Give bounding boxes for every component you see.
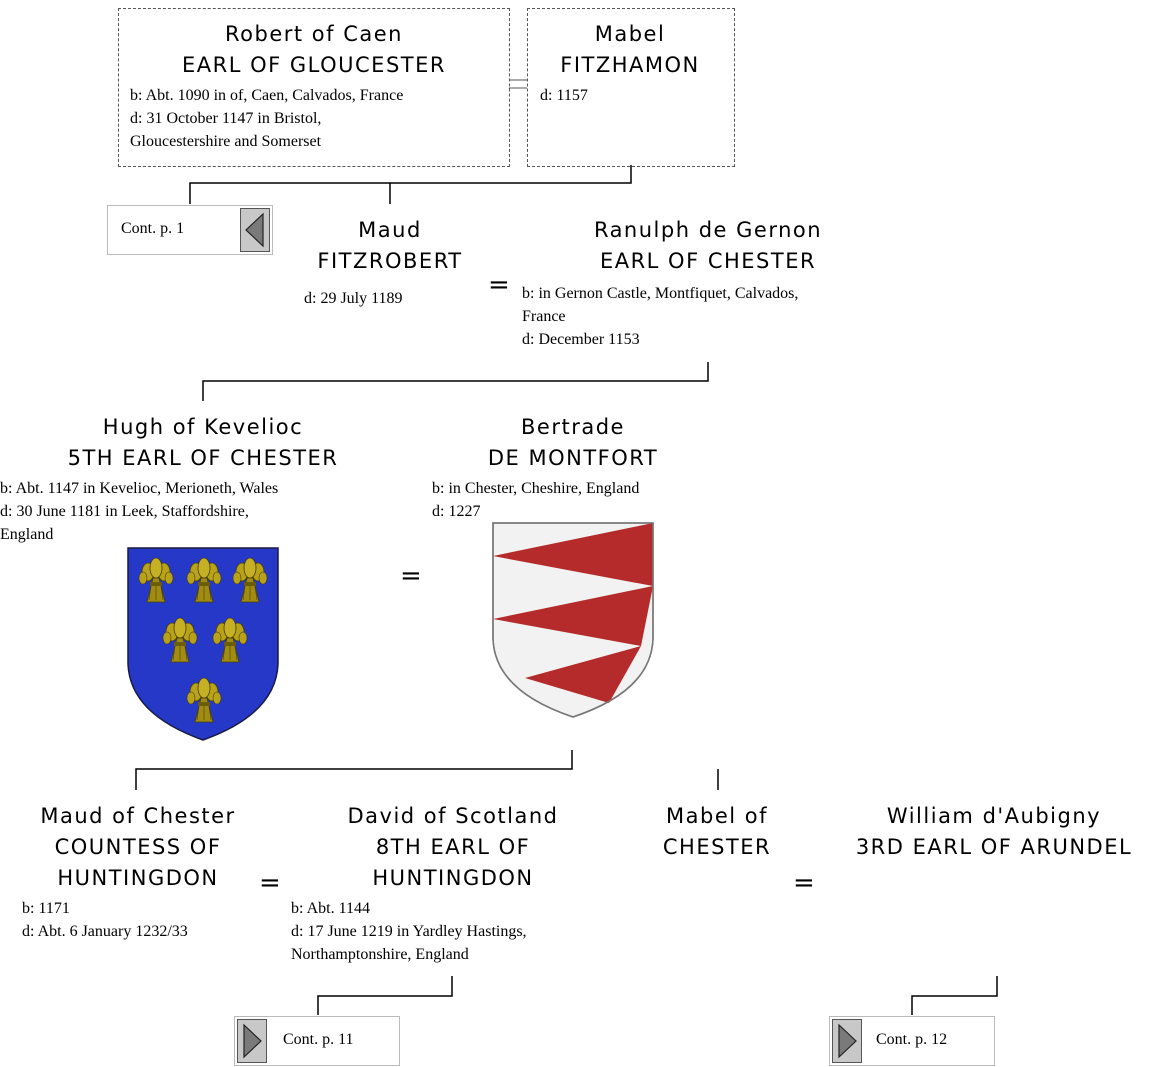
ranulph-title: EARL OF CHESTER	[599, 249, 817, 273]
david-born: b: Abt. 1144	[291, 900, 370, 917]
ranulph-born: b: in Gernon Castle, Montfiquet, Calvado…	[522, 285, 799, 302]
robert-box[interactable]	[118, 8, 510, 167]
mabel-fitzhamon-name: Mabel	[594, 22, 666, 46]
continuation-p12-button[interactable]: Cont. p. 12	[829, 1016, 995, 1066]
mabel-fitzhamon-box[interactable]	[527, 8, 735, 167]
maud-chester-born: b: 1171	[22, 900, 70, 917]
robert-born: b: Abt. 1090 in of, Caen, Calvados, Fran…	[130, 87, 404, 104]
continuation-p11-label: Cont. p. 11	[283, 1031, 354, 1048]
maud-chester-title-2: HUNTINGDON	[57, 866, 219, 890]
marriage-symbol: =	[488, 270, 510, 300]
mabel-chester-surname: CHESTER	[662, 835, 772, 859]
robert-title: EARL OF GLOUCESTER	[182, 53, 446, 77]
david-name: David of Scotland	[347, 804, 559, 828]
robert-name: Robert of Caen	[225, 22, 403, 46]
robert-died-place: Gloucestershire and Somerset	[130, 133, 322, 150]
hugh-born: b: Abt. 1147 in Kevelioc, Merioneth, Wal…	[0, 480, 279, 497]
bertrade-died: d: 1227	[432, 503, 481, 520]
hugh-died-country: England	[0, 526, 54, 543]
david-died: d: 17 June 1219 in Yardley Hastings,	[291, 923, 527, 940]
hugh-name: Hugh of Kevelioc	[102, 415, 304, 439]
hugh-died: d: 30 June 1181 in Leek, Staffordshire,	[0, 503, 249, 520]
triangle-left-icon[interactable]	[240, 208, 270, 252]
david-title-2: HUNTINGDON	[372, 866, 534, 890]
continuation-p1-label: Cont. p. 1	[121, 220, 185, 237]
ranulph-died: d: December 1153	[522, 331, 640, 348]
triangle-right-icon[interactable]	[237, 1019, 267, 1063]
maud-fitzrobert-died: d: 29 July 1189	[304, 290, 403, 307]
ranulph-name: Ranulph de Gernon	[593, 218, 823, 242]
mabel-fitzhamon-died: d: 1157	[540, 87, 588, 104]
maud-fitzrobert-name: Maud	[358, 218, 422, 242]
william-title: 3RD EARL OF ARUNDEL	[855, 835, 1133, 859]
hugh-title: 5TH EARL OF CHESTER	[67, 446, 339, 470]
ranulph-born-country: France	[522, 308, 566, 325]
hugh-coat-of-arms-icon	[127, 547, 279, 741]
bertrade-name: Bertrade	[521, 415, 625, 439]
continuation-p12-label: Cont. p. 12	[876, 1031, 948, 1048]
continuation-p11-button[interactable]: Cont. p. 11	[234, 1016, 400, 1066]
david-title-1: 8TH EARL OF	[375, 835, 531, 859]
marriage-symbol: =	[259, 868, 281, 898]
mabel-fitzhamon-surname: FITZHAMON	[560, 53, 700, 77]
maud-fitzrobert-surname: FITZROBERT	[317, 249, 463, 273]
maud-chester-died: d: Abt. 6 January 1232/33	[22, 923, 188, 940]
robert-died: d: 31 October 1147 in Bristol,	[130, 110, 322, 127]
mabel-chester-name: Mabel of	[666, 804, 768, 828]
maud-chester-title-1: COUNTESS OF	[54, 835, 222, 859]
continuation-p1-button[interactable]: Cont. p. 1	[107, 205, 273, 255]
triangle-right-icon[interactable]	[832, 1019, 862, 1063]
bertrade-surname: DE MONTFORT	[487, 446, 659, 470]
maud-chester-name: Maud of Chester	[40, 804, 236, 828]
marriage-symbol: =	[400, 561, 422, 591]
marriage-symbol: =	[793, 868, 815, 898]
bertrade-coat-of-arms-icon	[492, 522, 654, 718]
david-died-place: Northamptonshire, England	[291, 946, 469, 963]
bertrade-born: b: in Chester, Cheshire, England	[432, 480, 640, 497]
william-name: William d'Aubigny	[886, 804, 1102, 828]
